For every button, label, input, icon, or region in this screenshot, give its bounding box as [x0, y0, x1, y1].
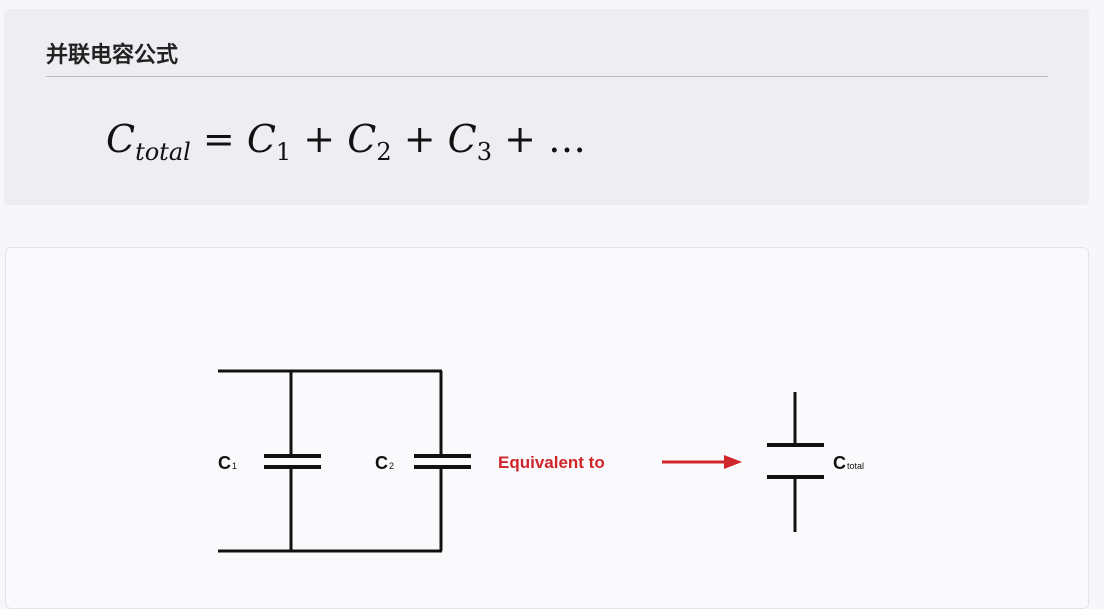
parallel-capacitance-formula: Ctotal = C1 + C2 + C3 + …: [106, 117, 587, 166]
formula-card: 并联电容公式 Ctotal = C1 + C2 + C3 + …: [4, 9, 1089, 205]
ctotal-label: Ctotal: [833, 453, 864, 473]
equivalent-to-label: Equivalent to: [498, 453, 605, 472]
diagram-card: [5, 247, 1089, 609]
c2-label: C2: [375, 453, 394, 473]
page-title: 并联电容公式: [46, 43, 179, 68]
divider: [46, 76, 1048, 77]
arrow-icon: [662, 455, 742, 469]
c1-label: C1: [218, 453, 237, 473]
